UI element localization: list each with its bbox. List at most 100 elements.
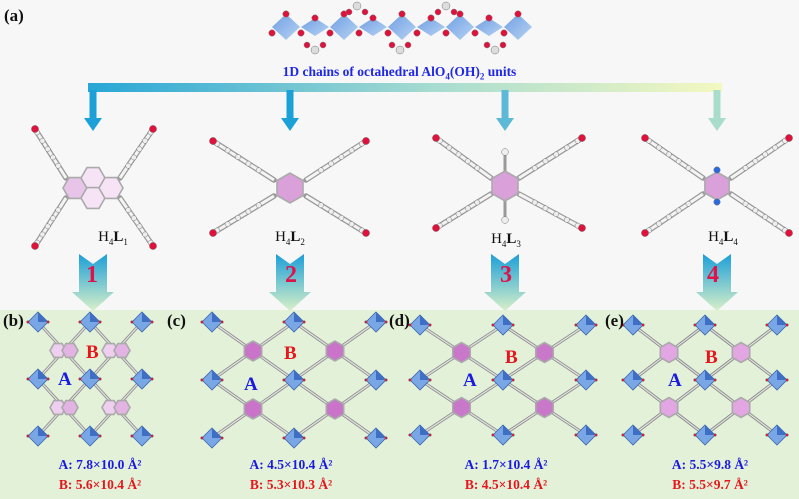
oxygen-atom	[130, 320, 134, 324]
framework	[200, 311, 388, 449]
oxygen-atom	[46, 320, 50, 324]
oxygen-atom	[364, 378, 368, 382]
oxygen-atom	[384, 378, 388, 382]
pyrene-ring	[98, 176, 124, 200]
step-number-1: 1	[86, 262, 98, 288]
octahedron-face	[294, 312, 304, 322]
bond-inner	[33, 197, 68, 247]
oxygen-atom	[785, 229, 793, 237]
carbon-atom	[338, 154, 345, 160]
oxygen-atom	[574, 433, 578, 437]
octahedron-face	[586, 315, 596, 325]
carbon-atom	[752, 158, 759, 165]
oxygen-atom	[26, 377, 30, 381]
pore-b-dimension: B: 5.3×10.3 Å²	[249, 477, 333, 492]
oxygen-atom	[220, 378, 224, 382]
nitrogen-atom	[713, 198, 721, 206]
carbon-atom	[131, 154, 137, 161]
octahedron-face	[705, 315, 715, 325]
oxygen-atom	[46, 434, 50, 438]
oxygen-atom	[98, 377, 102, 381]
oxygen-atom	[641, 134, 649, 142]
oxygen-atom	[220, 320, 224, 324]
oxygen-atom	[485, 14, 493, 22]
bond-inner	[518, 192, 583, 230]
bond-inner	[644, 136, 704, 180]
carbon-atom	[564, 216, 570, 223]
octahedron-face	[633, 370, 643, 380]
step-number-3: 3	[500, 262, 512, 288]
step-arrow	[269, 254, 311, 311]
oxygen-atom	[282, 436, 286, 440]
oxygen-atom	[98, 320, 102, 324]
carbon-atom	[531, 165, 538, 171]
oxygen-atom	[450, 8, 458, 16]
pore-label-a-3: A	[463, 370, 477, 391]
oxygen-atom	[408, 433, 412, 437]
bond-inner	[118, 197, 155, 247]
hydrogen-atom	[352, 1, 362, 11]
oxygen-atom	[282, 378, 286, 382]
octahedron-face	[777, 425, 787, 435]
al-octahedron	[388, 14, 416, 40]
bond-inner	[33, 128, 68, 179]
oxygen-atom	[428, 433, 432, 437]
bond-inner	[435, 192, 492, 230]
oxygen-atom	[149, 242, 157, 250]
oxygen-atom	[483, 41, 491, 49]
oxygen-atom	[78, 434, 82, 438]
oxygen-atom	[621, 433, 625, 437]
octahedron-face	[90, 369, 100, 379]
oxygen-atom	[408, 378, 412, 382]
pore-label-b-3: B	[505, 347, 518, 368]
bracket-bar	[88, 83, 722, 92]
ligand-label-2: H4L2	[275, 229, 305, 247]
carbon-atom	[762, 151, 769, 158]
carbon-atom	[772, 144, 778, 151]
carbon-atom	[50, 215, 56, 222]
oxygen-atom	[200, 320, 204, 324]
carbon-atom	[564, 144, 570, 151]
bracket-arrow-shaft	[89, 90, 97, 118]
carbon-atom	[328, 208, 335, 215]
oxygen-atom	[302, 378, 306, 382]
pore-label-a-2: A	[244, 374, 258, 395]
carbon-atom	[39, 231, 46, 238]
carbon-atom	[50, 154, 56, 161]
oxygen-atom	[428, 378, 432, 382]
hydrogen-atom	[441, 1, 451, 11]
hydrogen-atom	[490, 45, 500, 55]
oxygen-atom	[594, 378, 598, 382]
pore-a-dimension: A: 5.5×9.8 Å²	[671, 457, 749, 472]
pyrene-core	[61, 342, 79, 359]
oxygen-atom	[209, 137, 217, 145]
oxygen-atom	[713, 378, 717, 382]
octahedron-face	[586, 425, 596, 435]
pore-a-dimension: A: 7.8×10.0 Å²	[58, 457, 142, 472]
pore-label-a-4: A	[668, 370, 682, 391]
oxygen-atom	[578, 134, 586, 142]
oxygen-atom	[150, 377, 154, 381]
hydrogen-atom	[395, 45, 405, 55]
pore-label-a-1: A	[58, 369, 72, 390]
al-octahedron	[330, 14, 358, 40]
carbon-atom	[685, 165, 692, 171]
octahedron-face	[376, 312, 386, 322]
benzene-core	[731, 341, 751, 364]
octahedron-face	[38, 369, 48, 379]
oxygen-atom	[130, 377, 134, 381]
carbon-atom	[665, 151, 672, 158]
oxygen-atom	[369, 14, 377, 22]
ligand-label-4: H4L4	[708, 229, 738, 247]
oxygen-atom	[785, 433, 789, 437]
pyrene-core	[49, 399, 67, 416]
oxygen-atom	[785, 323, 789, 327]
octahedron-face	[142, 426, 152, 436]
octahedron-face	[38, 312, 48, 322]
oxygen-atom	[641, 378, 645, 382]
benzene-core	[325, 398, 345, 420]
octahedron-face	[212, 370, 222, 380]
oxygen-atom	[713, 433, 717, 437]
oxygen-atom	[362, 229, 370, 237]
